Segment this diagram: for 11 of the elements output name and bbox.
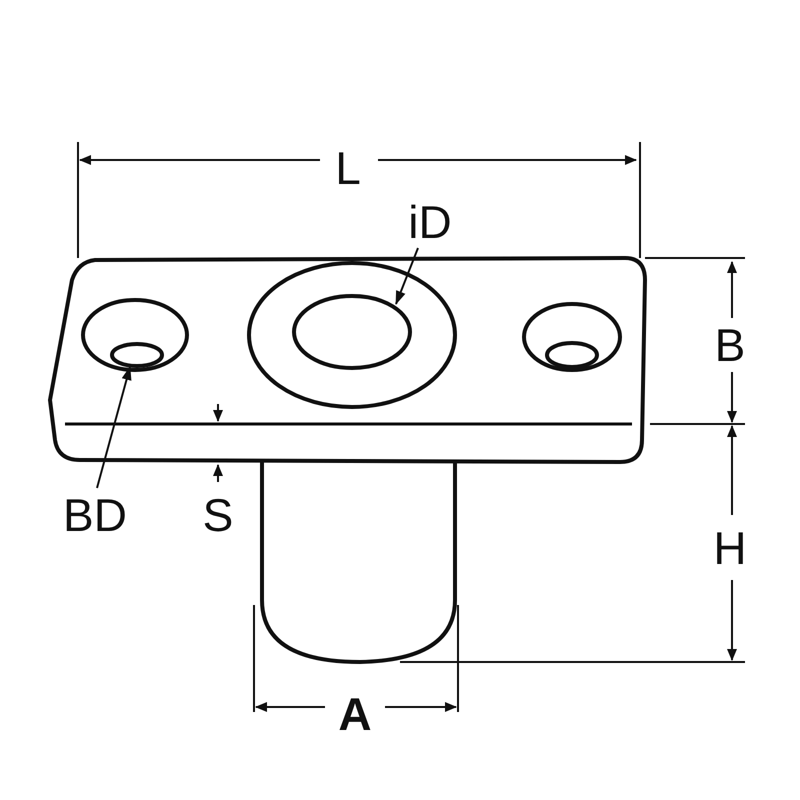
dimension-label: A [338,689,372,739]
part-label: iD [408,197,452,247]
mounting-hole [110,342,164,368]
dimension-label: S [202,490,234,540]
dimension-label: H [713,523,747,573]
dimension-label: B [714,320,746,370]
part-label: BD [63,490,127,540]
dimension-label: L [335,143,361,193]
bore-hole [292,294,412,370]
leader-line [395,248,419,305]
leader-line [96,366,132,488]
